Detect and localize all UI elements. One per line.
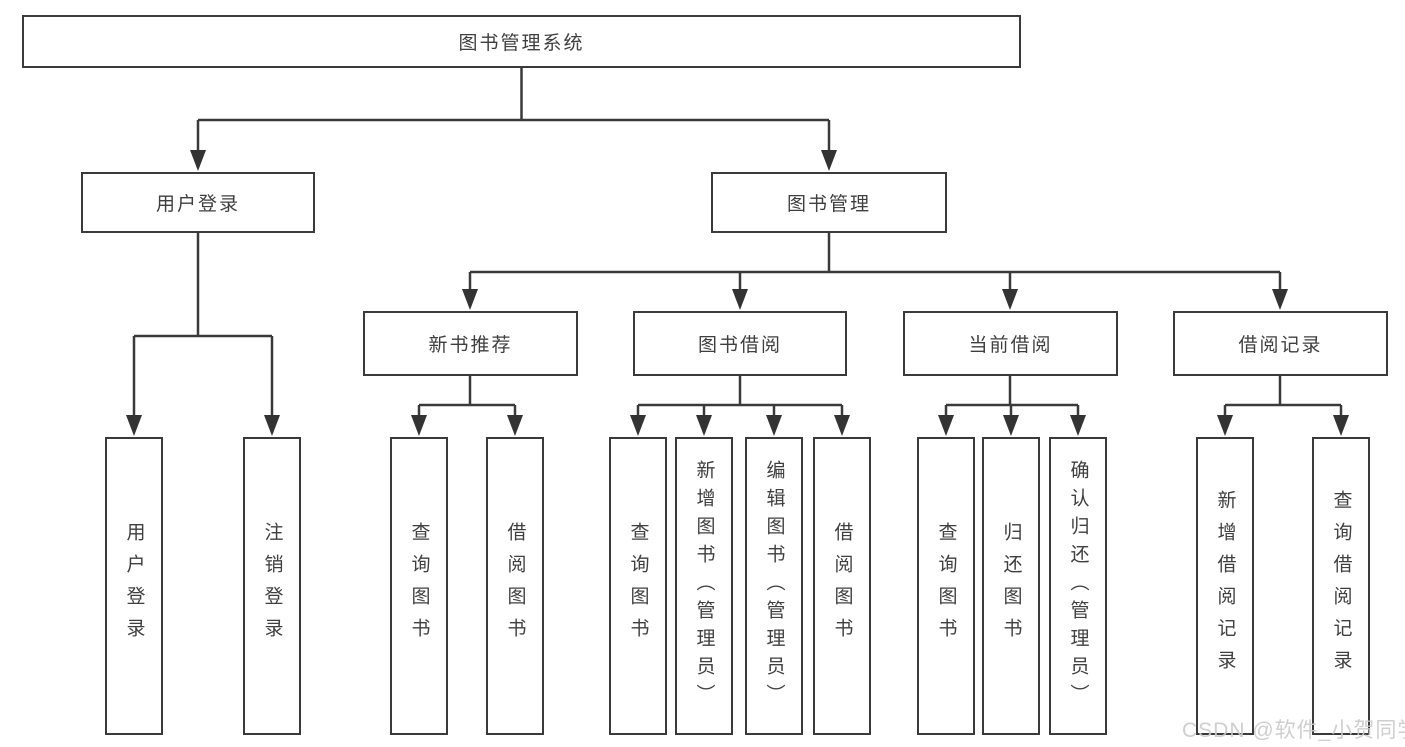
leaf-logout: 注销登录 [243,437,301,735]
node-label: 图书管理系统 [458,33,585,54]
node-label: 查询图书 [935,522,957,650]
node-label: 查询借阅记录 [1330,490,1352,682]
leaf-user-login: 用户登录 [105,437,163,735]
node-root-system: 图书管理系统 [22,15,1021,68]
leaf-query-borrow-record: 查询借阅记录 [1312,437,1370,735]
node-label: 确认归还（管理员） [1067,460,1089,712]
node-borrow-records: 借阅记录 [1173,311,1388,376]
node-book-borrow: 图书借阅 [633,311,847,376]
leaf-add-books-admin: 新增图书（管理员） [675,437,733,735]
node-current-borrow: 当前借阅 [903,311,1118,376]
arrowheads [126,150,1349,436]
leaf-borrow-books: 借阅图书 [813,437,871,735]
leaf-edit-books-admin: 编辑图书（管理员） [745,437,803,735]
node-label: 查询图书 [627,522,649,650]
node-label: 新增借阅记录 [1214,490,1236,682]
leaf-confirm-return-admin: 确认归还（管理员） [1049,437,1107,735]
node-label: 归还图书 [1000,522,1022,650]
node-label: 注销登录 [261,522,283,650]
node-label: 查询图书 [408,522,430,650]
node-label: 编辑图书（管理员） [763,460,785,712]
node-label: 图书管理 [786,194,871,215]
node-book-management-branch: 图书管理 [711,172,947,233]
node-label: 用户登录 [123,522,145,650]
node-user-login-branch: 用户登录 [81,172,315,233]
node-label: 借阅记录 [1238,335,1323,356]
leaf-query-books-borrow: 查询图书 [609,437,667,735]
node-label: 借阅图书 [504,522,526,650]
node-label: 用户登录 [155,194,240,215]
node-label: 新书推荐 [428,335,513,356]
leaf-borrow-books-recommend: 借阅图书 [486,437,544,735]
csdn-watermark: CSDN @软件_小贺同学 [1182,719,1405,742]
leaf-query-books-recommend: 查询图书 [390,437,448,735]
node-label: 图书借阅 [697,335,782,356]
leaf-return-books: 归还图书 [982,437,1040,735]
node-label: 当前借阅 [968,335,1053,356]
node-label: 借阅图书 [831,522,853,650]
node-label: 新增图书（管理员） [693,460,715,712]
node-new-book-recommend: 新书推荐 [363,311,578,376]
leaf-add-borrow-record: 新增借阅记录 [1196,437,1254,735]
leaf-query-books-current: 查询图书 [917,437,975,735]
